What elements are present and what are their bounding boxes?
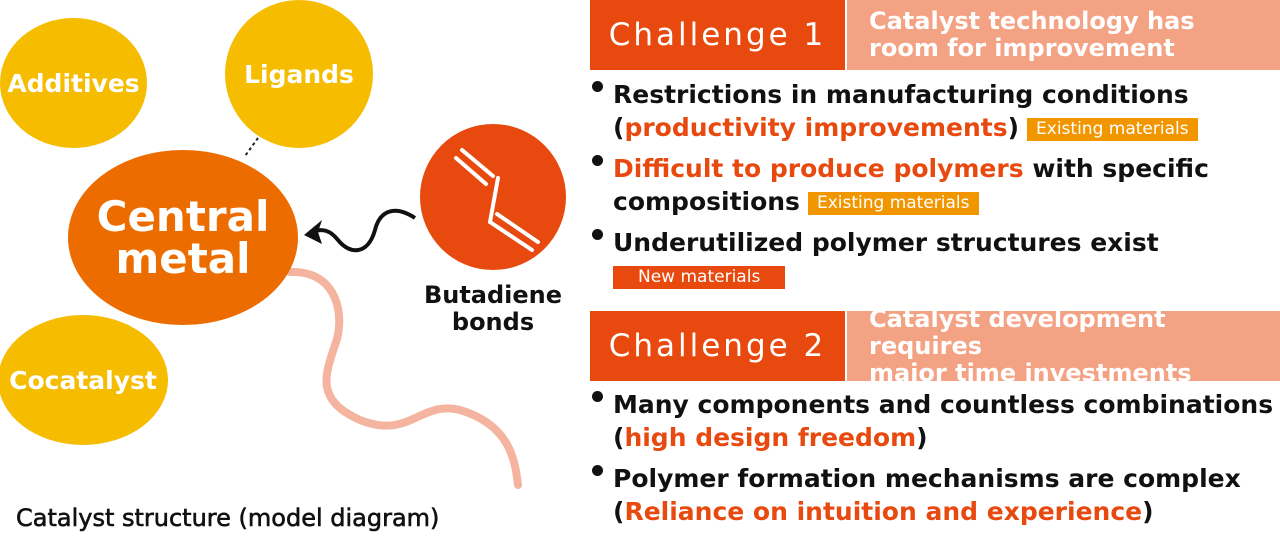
challenge-1-bullet: Underutilized polymer structures exist N… [592,226,1159,292]
paren: ( [613,113,625,142]
bullet-icon [592,391,603,402]
butadiene-label: Butadiene bonds [410,282,576,336]
highlight-text: Difficult to produce polymers [613,154,1024,183]
existing-materials-tag: Existing materials [1027,117,1198,141]
bullet-text: Polymer formation mechanisms are complex [613,464,1241,493]
challenge-2-label: Challenge 2 [590,311,845,381]
highlight-text: productivity improvements [624,113,1008,142]
bullet-text: Many components and countless combinatio… [613,390,1274,419]
butadiene-node [420,124,566,270]
paren: ( [613,497,625,526]
bullet-icon [592,81,603,92]
diagram-lines [244,137,522,489]
highlight-text: Reliance on intuition and experience [624,497,1143,526]
bullet-icon [592,229,603,240]
desc-line: Catalyst development requires [869,304,1166,360]
challenge-1-bullet: Difficult to produce polymers with speci… [592,152,1209,218]
additives-node: Additives [0,18,147,148]
bullet-text: Restrictions in manufacturing conditions [613,80,1189,109]
paren: ( [613,423,625,452]
new-materials-tag: New materials [613,265,786,289]
ligands-node: Ligands [225,0,373,148]
ligand-bond-line [244,137,259,157]
paren: ) [916,423,928,452]
bullet-icon [592,155,603,166]
bullet-text: Underutilized polymer structures exist [613,228,1159,257]
bullet-icon [592,465,603,476]
existing-materials-tag: Existing materials [807,191,979,215]
paren: ) [1007,113,1020,142]
central-metal-label: metal [115,233,251,283]
additives-label: Additives [7,68,140,98]
highlight-text: high design freedom [624,423,917,452]
wavy-arrow [311,208,417,253]
challenge-1-bullet: Restrictions in manufacturing conditions… [592,78,1198,144]
challenge-1-label: Challenge 1 [590,0,845,70]
cocatalyst-node: Cocatalyst [0,315,168,445]
polymer-chain [286,267,522,489]
challenge-2-description: Catalyst development requires major time… [847,305,1280,386]
challenge-2-bullet: Polymer formation mechanisms are complex… [592,462,1241,528]
cocatalyst-label: Cocatalyst [9,365,157,395]
butadiene-label-line: bonds [451,308,535,336]
desc-line: major time investments [869,358,1192,387]
bullet-text: compositions [613,187,800,216]
bullet-text: with specific [1023,154,1209,183]
challenge-2-bullet: Many components and countless combinatio… [592,388,1273,454]
butadiene-molecule-icon [454,148,540,252]
ligands-label: Ligands [244,59,354,89]
desc-line: room for improvement [869,34,1175,62]
butadiene-label-line: Butadiene [423,281,563,309]
paren: ) [1142,497,1154,526]
desc-line: Catalyst technology has [869,7,1195,35]
arrow-head-icon [304,220,322,244]
diagram-caption: Catalyst structure (model diagram) [16,504,440,533]
central-metal-node: Central metal [68,150,298,325]
challenge-1-description: Catalyst technology has room for improve… [847,0,1280,70]
central-metal-label: Central [96,191,270,241]
